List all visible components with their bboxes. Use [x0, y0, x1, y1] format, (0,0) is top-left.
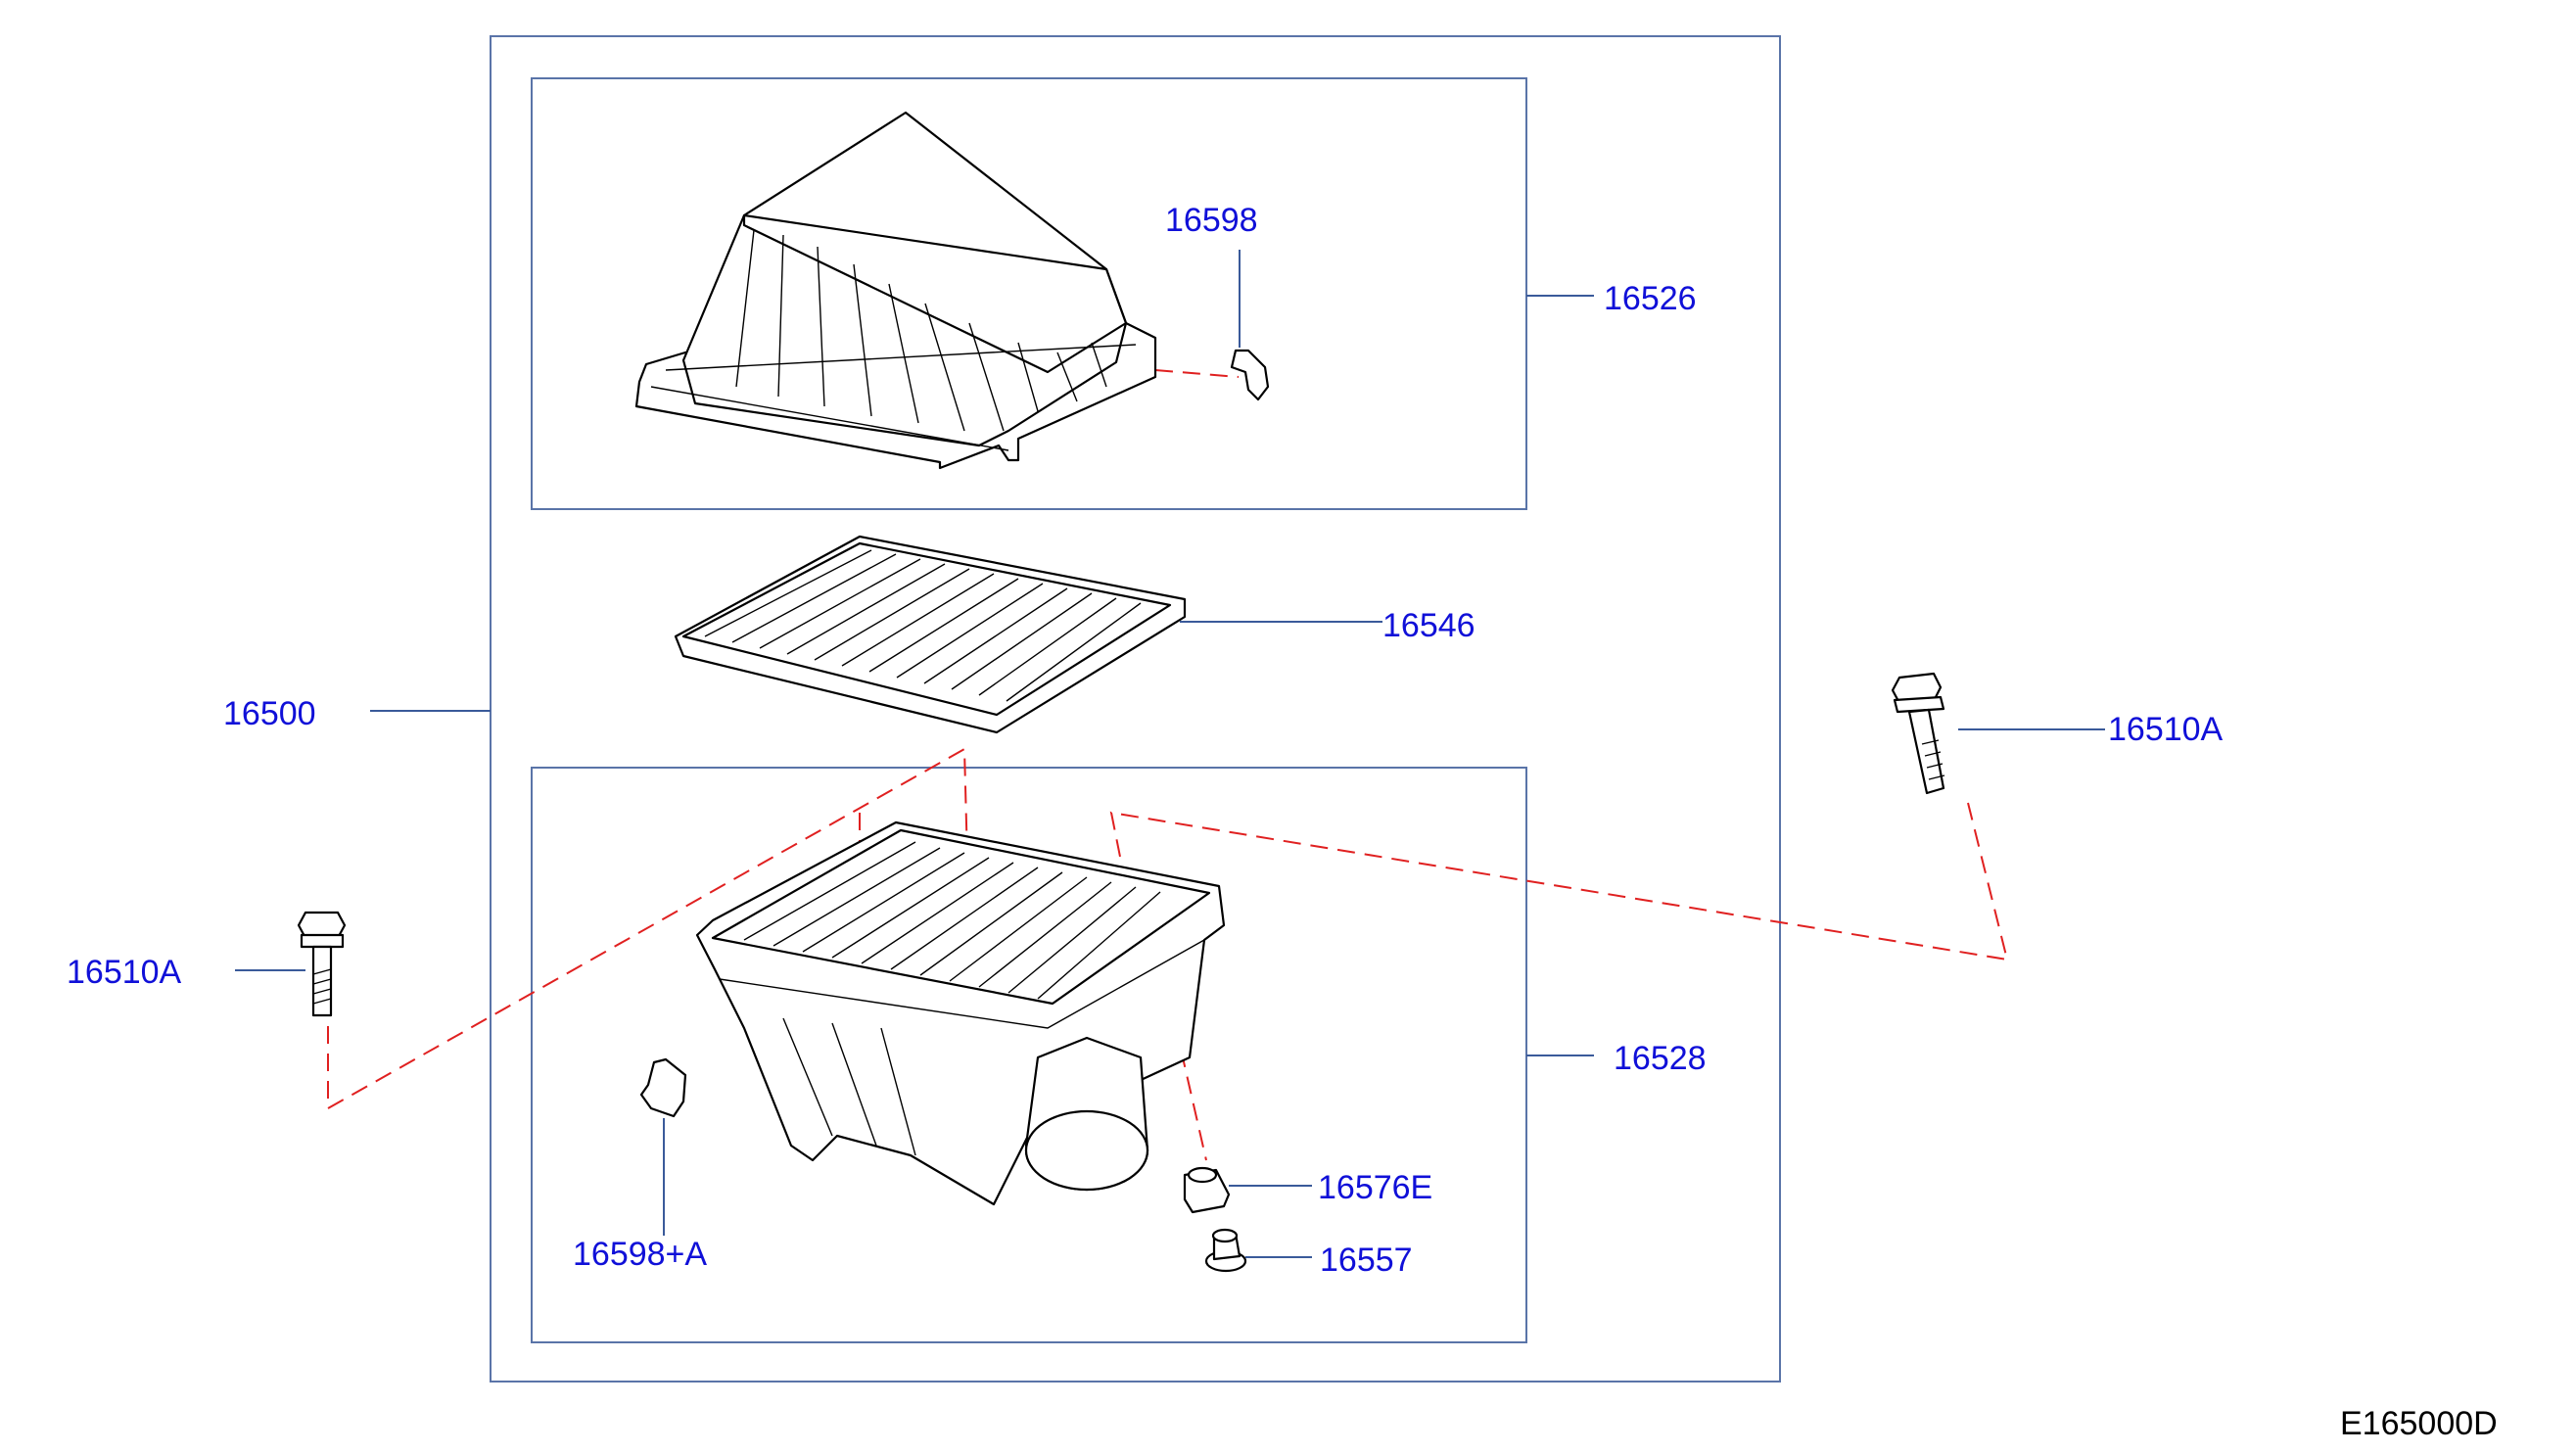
lower-clip-part [639, 1057, 687, 1118]
label-16598a: 16598+A [573, 1236, 707, 1273]
assembly-frame [490, 35, 1781, 1383]
label-16546: 16546 [1382, 607, 1475, 644]
label-16598: 16598 [1165, 202, 1258, 239]
lower-body-part [695, 820, 1226, 1206]
label-16510a-left: 16510A [67, 954, 182, 991]
label-16576e: 16576E [1318, 1169, 1432, 1206]
reference-code: E165000D [2340, 1405, 2498, 1442]
bolt-right-part [1891, 672, 1945, 795]
label-16557: 16557 [1320, 1242, 1413, 1279]
label-16526: 16526 [1604, 280, 1697, 317]
mount-line-clip [1154, 369, 1240, 378]
mount-line-right [1109, 802, 2009, 961]
label-16500: 16500 [223, 695, 316, 732]
bushing-part [1204, 1228, 1247, 1273]
upper-cover-frame [531, 77, 1527, 510]
upper-cover-part [634, 111, 1157, 470]
mount-line-grommet [1174, 1022, 1207, 1161]
filter-element-part [674, 535, 1187, 734]
label-16528: 16528 [1614, 1040, 1707, 1077]
upper-clip-part [1230, 349, 1270, 401]
bolt-left-part [297, 911, 347, 1017]
grommet-part [1183, 1166, 1231, 1214]
label-16510a-right: 16510A [2108, 711, 2224, 748]
